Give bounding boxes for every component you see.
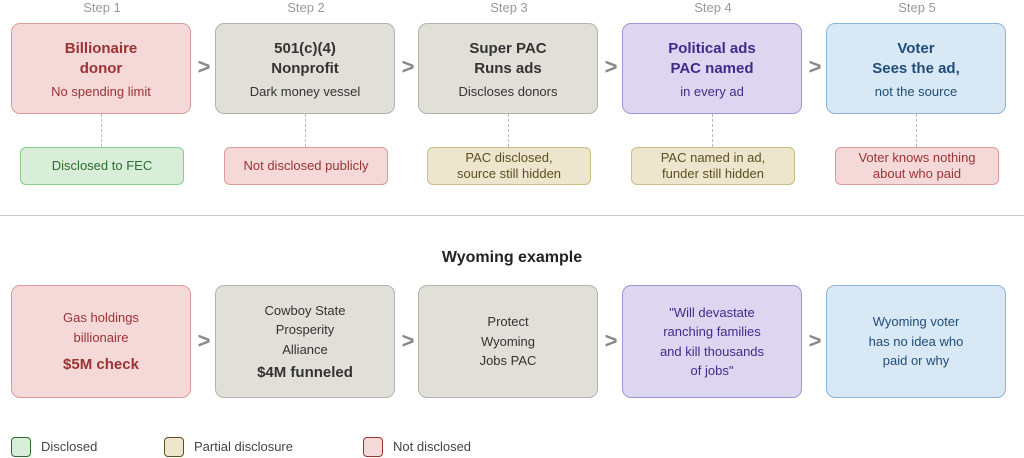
note-text: Not disclosed publicly xyxy=(243,158,369,173)
note-text: Voter knows nothing xyxy=(858,150,976,165)
box-title: PAC named xyxy=(670,59,754,77)
step-box-nonprofit: 501(c)(4) Nonprofit Dark money vessel xyxy=(215,23,395,114)
arrow-icon: > xyxy=(401,54,415,79)
connector-line xyxy=(305,114,306,147)
box-line: Prosperity xyxy=(275,322,335,337)
box-title: 501(c)(4) xyxy=(274,39,336,57)
box-subtitle: Discloses donors xyxy=(458,83,558,99)
example-box-pac: Protect Wyoming Jobs PAC xyxy=(418,285,598,398)
step-label: Step 4 xyxy=(694,0,732,15)
note-text: Disclosed to FEC xyxy=(51,158,153,173)
note-text: source still hidden xyxy=(456,166,562,181)
note-text: about who paid xyxy=(872,166,962,181)
connector-line xyxy=(101,114,102,147)
legend-label: Disclosed xyxy=(41,439,98,454)
disclosure-note: PAC disclosed,source still hidden xyxy=(427,147,591,185)
box-line: Protect xyxy=(487,314,529,330)
box-title: donor xyxy=(79,59,123,77)
box-amount: $5M check xyxy=(63,356,139,374)
box-line: paid or why xyxy=(882,353,950,369)
box-title: Political ads xyxy=(668,39,756,57)
box-line: billionaire xyxy=(73,329,129,345)
legend-swatch-disclosed xyxy=(11,437,31,457)
box-subtitle: No spending limit xyxy=(51,83,151,99)
box-title: Billionaire xyxy=(64,39,138,57)
box-line: Cowboy State xyxy=(264,302,346,318)
disclosure-note: Not disclosed publicly xyxy=(224,147,388,185)
legend-label: Not disclosed xyxy=(393,439,472,454)
box-line: and kill thousands xyxy=(659,343,765,359)
step-label: Step 3 xyxy=(490,0,528,15)
arrow-icon: > xyxy=(401,328,415,353)
example-box-voter: Wyoming voter has no idea who paid or wh… xyxy=(826,285,1006,398)
box-line: "Will devastate xyxy=(669,304,755,320)
connector-line xyxy=(712,114,713,147)
box-title: Voter xyxy=(897,39,935,57)
arrow-icon: > xyxy=(604,54,618,79)
arrow-icon: > xyxy=(808,54,822,79)
box-line: Jobs PAC xyxy=(479,353,537,369)
legend-swatch-partial xyxy=(164,437,184,457)
arrow-icon: > xyxy=(197,328,211,353)
step-box-superpac: Super PAC Runs ads Discloses donors xyxy=(418,23,598,114)
example-title: Wyoming example xyxy=(441,249,583,266)
box-title: Sees the ad, xyxy=(872,59,960,77)
box-line: Wyoming xyxy=(480,333,536,349)
note-text: funder still hidden xyxy=(662,166,764,181)
step-label: Step 1 xyxy=(83,0,121,15)
step-box-ads: Political ads PAC named in every ad xyxy=(622,23,802,114)
disclosure-note: Disclosed to FEC xyxy=(20,147,184,185)
connector-line xyxy=(508,114,509,147)
legend-label: Partial disclosure xyxy=(194,439,293,454)
box-line: Gas holdings xyxy=(63,310,139,326)
box-line: has no idea who xyxy=(868,333,964,349)
example-box-billionaire: Gas holdings billionaire $5M check xyxy=(11,285,191,398)
example-box-alliance: Cowboy State Prosperity Alliance $4M fun… xyxy=(215,285,395,398)
connector-line xyxy=(916,114,917,147)
box-subtitle: Dark money vessel xyxy=(249,83,361,99)
box-title: Nonprofit xyxy=(271,59,339,77)
box-subtitle: in every ad xyxy=(680,83,744,99)
box-subtitle: not the source xyxy=(874,83,958,99)
step-box-voter: Voter Sees the ad, not the source xyxy=(826,23,1006,114)
step-label: Step 5 xyxy=(898,0,936,15)
box-line: ranching families xyxy=(663,324,761,339)
box-amount: $4M funneled xyxy=(257,364,353,381)
box-title: Runs ads xyxy=(474,59,542,77)
step-box-donor: Billionaire donor No spending limit xyxy=(11,23,191,114)
legend-swatch-not-disclosed xyxy=(363,437,383,457)
arrow-icon: > xyxy=(604,328,618,353)
box-title: Super PAC xyxy=(469,39,547,57)
note-text: PAC named in ad, xyxy=(660,150,766,165)
box-line: of jobs" xyxy=(690,363,734,378)
example-box-ad: "Will devastate ranching families and ki… xyxy=(622,285,802,398)
disclosure-note: PAC named in ad,funder still hidden xyxy=(631,147,795,185)
step-label: Step 2 xyxy=(287,0,325,15)
arrow-icon: > xyxy=(808,328,822,353)
arrow-icon: > xyxy=(197,54,211,79)
box-line: Wyoming voter xyxy=(872,314,960,330)
note-text: PAC disclosed, xyxy=(465,150,553,165)
section-divider xyxy=(0,215,1024,216)
box-line: Alliance xyxy=(282,341,328,357)
